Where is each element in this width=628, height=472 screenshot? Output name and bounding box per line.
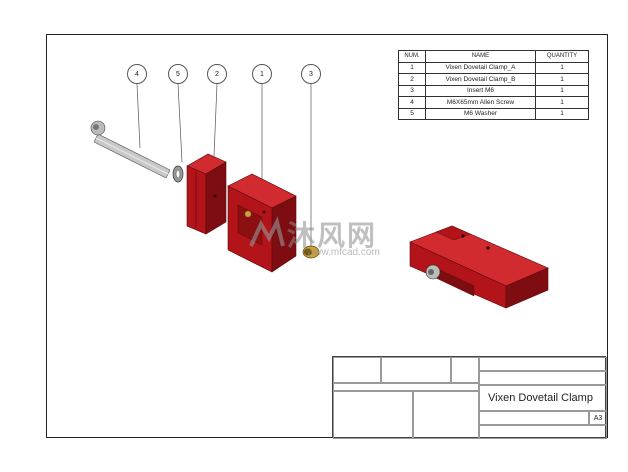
- title-block-signature-grid: [333, 391, 413, 439]
- m6-washer: [172, 165, 184, 183]
- bom-row: 1 Vixen Dovetail Clamp_A 1: [398, 61, 589, 74]
- bom-cell-name: Vixen Dovetail Clamp_A: [425, 61, 536, 74]
- title-block-title-cell: Vixen Dovetail Clamp: [479, 385, 607, 411]
- bom-cell-qty: 1: [535, 96, 589, 109]
- allen-screw: [90, 120, 171, 179]
- bom-cell-qty: 1: [535, 61, 589, 74]
- leader-line-5: [177, 83, 183, 163]
- bom-cell-name: M6X65mm Allen Screw: [425, 96, 536, 109]
- title-block-deburr-cell: [451, 357, 479, 383]
- clamp-a: [227, 173, 297, 273]
- clamp-b: [186, 153, 227, 235]
- bom-header-row: NUM. NAME QUANTITY: [398, 50, 589, 63]
- bom-row: 4 M6X65mm Allen Screw 1: [398, 96, 589, 109]
- bom-cell-name: Vixen Dovetail Clamp_B: [425, 73, 536, 86]
- bom-row: 2 Vixen Dovetail Clamp_B 1: [398, 73, 589, 86]
- bom-cell-qty: 1: [535, 84, 589, 97]
- assembled-clamp: [409, 225, 549, 309]
- bom-row: 3 Insert M6 1: [398, 84, 589, 97]
- bom-cell-num: 3: [398, 84, 426, 97]
- bom-cell-num: 5: [398, 107, 426, 120]
- bom-header-quantity: QUANTITY: [535, 50, 589, 63]
- balloon-2: 2: [207, 64, 227, 84]
- bom-cell-name: M6 Washer: [425, 107, 536, 120]
- title-block-note-cell: [333, 357, 381, 383]
- title-block-revision-cell: [479, 371, 607, 385]
- bom-cell-qty: 1: [535, 107, 589, 120]
- leader-line-4: [136, 83, 141, 149]
- balloon-1: 1: [252, 64, 272, 84]
- balloon-3: 3: [301, 64, 321, 84]
- balloon-5: 5: [168, 64, 188, 84]
- leader-line-2: [213, 83, 218, 157]
- drawing-sheet-border: [46, 34, 608, 438]
- bom-cell-name: Insert M6: [425, 84, 536, 97]
- insert-m6: [302, 245, 320, 259]
- sheet-size: A3: [589, 411, 607, 425]
- bom-cell-num: 2: [398, 73, 426, 86]
- bom-header-num: NUM.: [398, 50, 426, 63]
- title-block-drawing-no-cell: [479, 357, 607, 371]
- bom-cell-num: 4: [398, 96, 426, 109]
- title-block-finish-cell: [381, 357, 451, 383]
- bom-cell-num: 1: [398, 61, 426, 74]
- bill-of-materials-table: NUM. NAME QUANTITY 1 Vixen Dovetail Clam…: [398, 50, 589, 120]
- balloon-4: 4: [127, 64, 147, 84]
- title-block: Vixen Dovetail Clamp A3: [332, 356, 607, 439]
- drawing-title: Vixen Dovetail Clamp: [488, 392, 593, 404]
- title-block-signature-header: [333, 383, 479, 391]
- bom-cell-qty: 1: [535, 73, 589, 86]
- title-block-scale-cell: [479, 425, 607, 439]
- bom-header-name: NAME: [425, 50, 536, 63]
- title-block-dwg-no-cell: [479, 411, 589, 425]
- bom-row: 5 M6 Washer 1: [398, 107, 589, 120]
- title-block-material-cell: [413, 391, 479, 439]
